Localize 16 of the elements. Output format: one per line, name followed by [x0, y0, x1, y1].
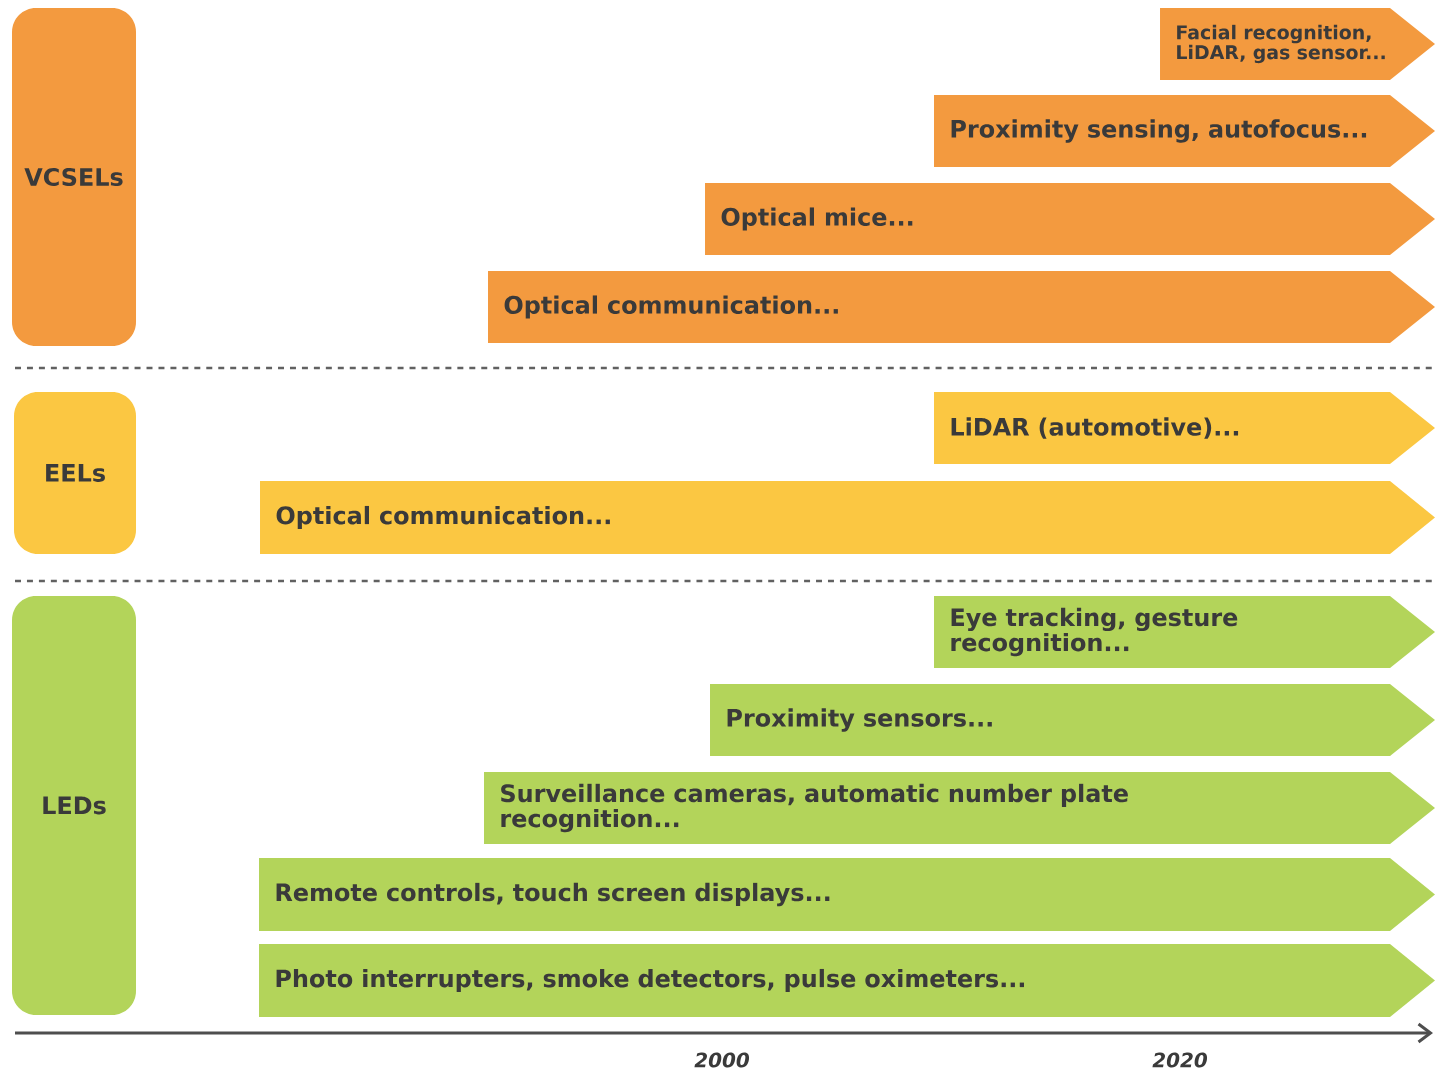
category-box: VCSELs — [12, 8, 136, 346]
category-box: EELs — [14, 392, 136, 554]
arrow-band: Proximity sensing, autofocus... — [934, 95, 1435, 167]
arrow-band: Proximity sensors... — [710, 684, 1435, 756]
arrow-band: Facial recognition, LiDAR, gas sensor... — [1160, 8, 1435, 80]
arrow-band: LiDAR (automotive)... — [934, 392, 1435, 464]
arrow-band: Eye tracking, gesture recognition... — [934, 596, 1435, 668]
arrow-band: Surveillance cameras, automatic number plate recognition... — [484, 772, 1435, 844]
arrow-band: Optical communication... — [260, 481, 1435, 554]
arrow-band: Optical mice... — [705, 183, 1435, 255]
arrow-band: Optical communication... — [488, 271, 1435, 343]
axis-year-label: 2000 — [694, 1052, 750, 1068]
axis-year-label: 2020 — [1152, 1052, 1208, 1068]
arrow-band: Photo interrupters, smoke detectors, pulse oximeters... — [259, 944, 1435, 1017]
category-box: LEDs — [12, 596, 136, 1015]
arrow-band: Remote controls, touch screen displays... — [259, 858, 1435, 931]
